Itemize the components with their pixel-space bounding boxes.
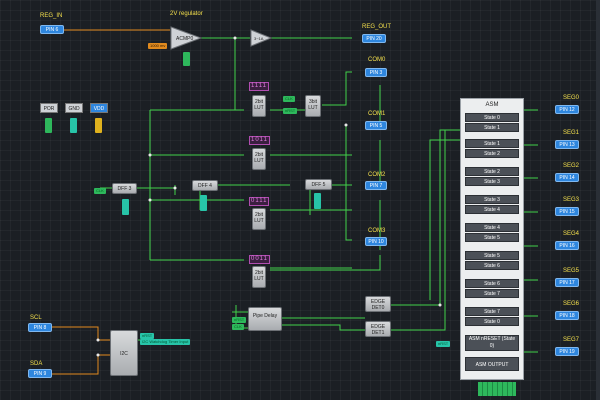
- asm-output[interactable]: ASM OUTPUT: [465, 357, 519, 371]
- edge-tag: nRST: [436, 341, 451, 347]
- pipe-delay-block[interactable]: Pipe Delay: [248, 307, 282, 331]
- gain-label: 3~1A: [254, 36, 264, 41]
- truth-3: 0111: [249, 197, 270, 206]
- vdd-tag: [95, 118, 102, 133]
- seg4-label: SEG4: [563, 231, 580, 237]
- seg0-label: SEG0: [563, 95, 580, 101]
- pipe-tag-1: nRST: [232, 317, 247, 323]
- lut-e[interactable]: 3bit LUT: [305, 95, 321, 117]
- asm-state[interactable]: State 6: [465, 279, 519, 288]
- com2-pin[interactable]: PIN 7: [365, 181, 387, 190]
- por-tag: [45, 118, 52, 133]
- vertical-scrollbar[interactable]: [596, 0, 600, 400]
- com0-pin[interactable]: PIN 3: [365, 68, 387, 77]
- seg3-label: SEG3: [563, 197, 580, 203]
- seg6-label: SEG6: [563, 301, 580, 307]
- sda-label: SDA: [30, 361, 43, 367]
- asm-state[interactable]: State 4: [465, 223, 519, 232]
- truth-4: 0011: [249, 255, 270, 264]
- asm-nreset[interactable]: ASM nRESET (State 0): [465, 335, 519, 351]
- seg1-pin[interactable]: PIN 13: [555, 140, 579, 149]
- acmp-block[interactable]: ACMP0: [170, 26, 202, 50]
- seg1-label: SEG1: [563, 130, 580, 136]
- com1-label: COM1: [368, 111, 386, 117]
- asm-block[interactable]: ASM State 0 State 1 State 1 State 2 Stat…: [460, 98, 524, 380]
- seg3-pin[interactable]: PIN 15: [555, 207, 579, 216]
- seg2-pin[interactable]: PIN 14: [555, 173, 579, 182]
- gain-buffer[interactable]: 3~1A: [250, 29, 272, 47]
- lut-b[interactable]: 2bit LUT: [252, 148, 266, 170]
- truth-1: 1111: [249, 82, 270, 91]
- por-block[interactable]: POR: [40, 103, 58, 113]
- pipe-tag-2: CLK: [232, 324, 244, 330]
- dff4-block[interactable]: DFF 4: [192, 180, 218, 191]
- seg6-pin[interactable]: PIN 18: [555, 311, 579, 320]
- com3-pin[interactable]: PIN 10: [365, 237, 387, 246]
- asm-state[interactable]: State 3: [465, 177, 519, 186]
- vref-tag: 1000 mv: [148, 43, 168, 49]
- reg-in-pin[interactable]: PIN 6: [40, 25, 64, 34]
- dff3-tag: [122, 199, 129, 215]
- asm-state[interactable]: State 2: [465, 149, 519, 158]
- asm-state[interactable]: State 5: [465, 251, 519, 260]
- dff5-block[interactable]: DFF 5: [305, 179, 332, 190]
- seg5-label: SEG5: [563, 268, 580, 274]
- asm-state[interactable]: State 3: [465, 195, 519, 204]
- seg7-pin[interactable]: PIN 19: [555, 347, 579, 356]
- asm-output-tags: [478, 382, 516, 396]
- i2c-watchdog-label: I2C Watchdog Timer Input: [140, 339, 191, 345]
- scl-pin[interactable]: PIN 8: [28, 323, 52, 332]
- regulator-label: 2V regulator: [170, 11, 203, 17]
- vdd-block[interactable]: VDD: [90, 103, 108, 113]
- truth-2: 1011: [249, 136, 270, 145]
- reg-in-label: REG_IN: [40, 13, 63, 19]
- gnd-block[interactable]: GND: [65, 103, 83, 113]
- lut-tag-1: CLK: [283, 96, 295, 102]
- asm-state[interactable]: State 6: [465, 261, 519, 270]
- gnd-tag: [70, 118, 77, 133]
- acmp-label: ACMP0: [176, 36, 193, 42]
- asm-state[interactable]: State 7: [465, 289, 519, 298]
- lut-c[interactable]: 2bit LUT: [252, 208, 266, 230]
- asm-state[interactable]: State 2: [465, 167, 519, 176]
- com2-label: COM2: [368, 172, 386, 178]
- asm-state[interactable]: State 0: [465, 317, 519, 326]
- reg-out-label: REG_OUT: [362, 24, 392, 30]
- reg-out-pin[interactable]: PIN 20: [362, 34, 386, 43]
- i2c-block[interactable]: I2C: [110, 330, 138, 376]
- scl-label: SCL: [30, 315, 42, 321]
- clk-tag: CLK: [94, 188, 106, 194]
- com3-label: COM3: [368, 228, 386, 234]
- asm-state[interactable]: State 7: [465, 307, 519, 316]
- i2c-tag: nRST: [140, 333, 155, 339]
- edge-det0-block[interactable]: EDGE DET0: [365, 296, 391, 312]
- lut-d[interactable]: 2bit LUT: [252, 266, 266, 288]
- dff4-tag: [200, 195, 207, 211]
- com0-label: COM0: [368, 57, 386, 63]
- seg7-label: SEG7: [563, 337, 580, 343]
- asm-state[interactable]: State 1: [465, 123, 519, 132]
- asm-state[interactable]: State 4: [465, 205, 519, 214]
- seg5-pin[interactable]: PIN 17: [555, 278, 579, 287]
- asm-state[interactable]: State 0: [465, 113, 519, 122]
- com1-pin[interactable]: PIN 5: [365, 121, 387, 130]
- asm-state[interactable]: State 5: [465, 233, 519, 242]
- seg0-pin[interactable]: PIN 12: [555, 105, 579, 114]
- edge-det1-block[interactable]: EDGE DET1: [365, 321, 391, 337]
- asm-title: ASM: [485, 102, 499, 108]
- seg4-pin[interactable]: PIN 16: [555, 241, 579, 250]
- asm-state[interactable]: State 1: [465, 139, 519, 148]
- dff3-block[interactable]: DFF 3: [112, 183, 137, 194]
- lut-a[interactable]: 2bit LUT: [252, 95, 266, 117]
- seg2-label: SEG2: [563, 163, 580, 169]
- sda-pin[interactable]: PIN 9: [28, 369, 52, 378]
- lut-tag-2: nRST: [283, 108, 298, 114]
- dff5-tag: [314, 193, 321, 209]
- acmp-enable-tag: [183, 52, 190, 66]
